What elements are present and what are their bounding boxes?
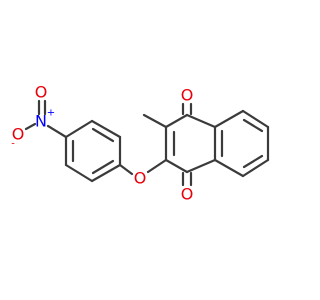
bond: [142, 113, 168, 129]
atom-o-ether: O: [134, 169, 147, 188]
bond: [185, 113, 217, 129]
structure-svg: O O O N + O O -: [11, 83, 270, 204]
atom-o-nitro-left: O: [12, 125, 25, 144]
bond: [24, 122, 37, 131]
bond: [46, 124, 68, 139]
bond: [118, 163, 134, 176]
bond: [185, 158, 217, 174]
charge-minus: -: [11, 139, 15, 150]
bond: [241, 109, 270, 129]
bond: [90, 119, 122, 139]
atom-o-nitro-up: O: [35, 83, 48, 102]
bond: [241, 158, 270, 178]
bond: [91, 159, 115, 175]
bond: [213, 158, 245, 178]
atom-o-bottom: O: [181, 185, 194, 204]
atom-o-top: O: [181, 86, 194, 105]
molecule-diagram: O O O N + O O -: [11, 83, 270, 204]
bond: [164, 113, 189, 129]
atom-n-nitro: N: [35, 112, 47, 131]
bond: [91, 127, 115, 143]
bond: [64, 163, 94, 183]
bond: [242, 154, 264, 169]
bond: [90, 163, 122, 183]
bond: [213, 109, 245, 129]
bond: [64, 119, 94, 139]
charge-plus: +: [47, 108, 55, 119]
bond: [164, 158, 189, 174]
bond: [146, 158, 168, 174]
bond: [242, 118, 264, 133]
